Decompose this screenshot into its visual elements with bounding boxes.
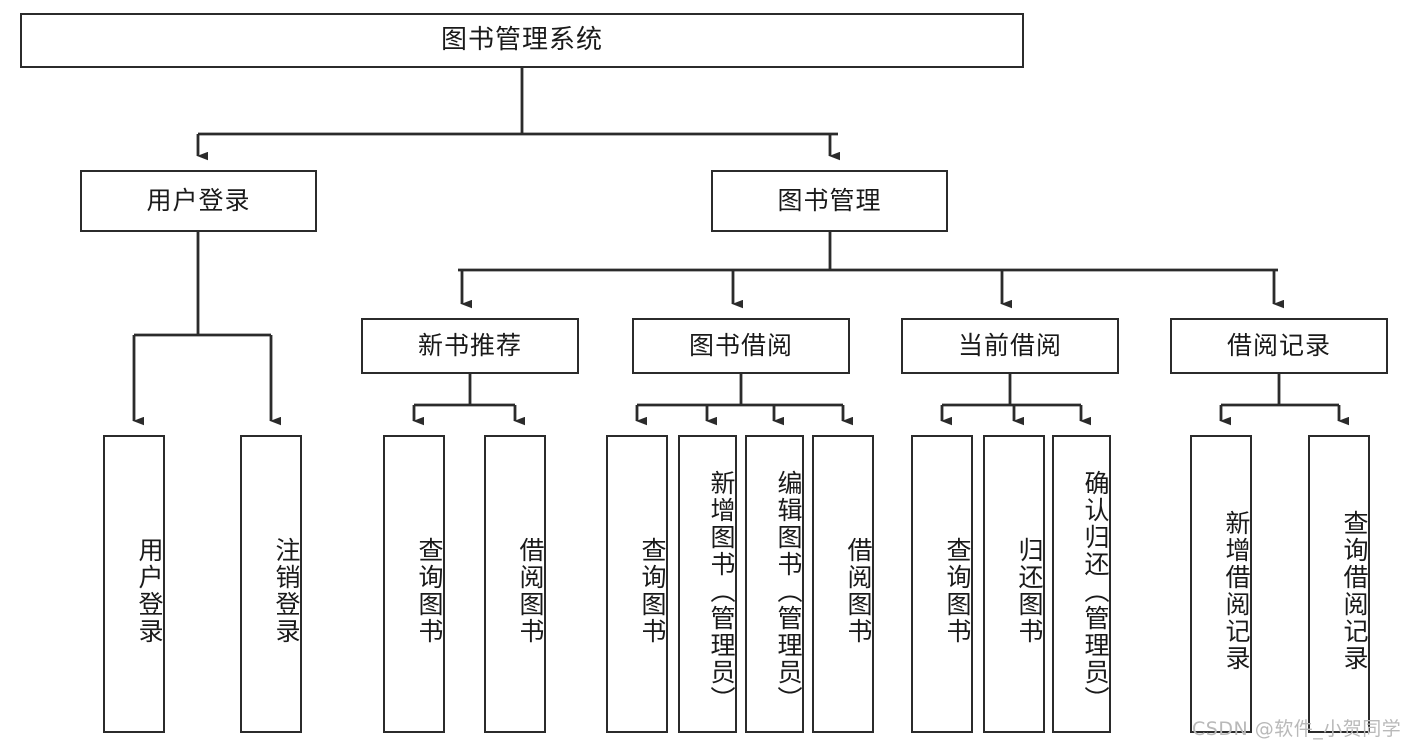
node-leaf-logout[interactable]: 注销登录 <box>240 435 302 733</box>
node-leaf-borrow-book-2[interactable]: 借阅图书 <box>812 435 874 733</box>
leaf-query-book-1-label: 查询图书 <box>415 537 444 645</box>
node-book-manage[interactable]: 图书管理 <box>711 170 948 232</box>
leaf-add-record-label: 新增借阅记录 <box>1222 510 1251 672</box>
node-leaf-confirm-return[interactable]: 确认归还（管理员） <box>1052 435 1111 733</box>
node-leaf-borrow-book-1[interactable]: 借阅图书 <box>484 435 546 733</box>
node-new-book-recommend-label: 新书推荐 <box>417 331 522 361</box>
node-user-login-label: 用户登录 <box>146 186 251 216</box>
node-leaf-add-book[interactable]: 新增图书（管理员） <box>678 435 737 733</box>
node-leaf-query-record[interactable]: 查询借阅记录 <box>1308 435 1370 733</box>
node-book-manage-label: 图书管理 <box>777 186 882 216</box>
leaf-borrow-book-2-label: 借阅图书 <box>844 537 873 645</box>
node-leaf-return-book[interactable]: 归还图书 <box>983 435 1045 733</box>
leaf-query-record-label: 查询借阅记录 <box>1340 510 1369 672</box>
node-new-book-recommend[interactable]: 新书推荐 <box>361 318 579 374</box>
node-borrow-record-label: 借阅记录 <box>1226 331 1331 361</box>
node-book-borrow[interactable]: 图书借阅 <box>632 318 850 374</box>
node-borrow-record[interactable]: 借阅记录 <box>1170 318 1388 374</box>
node-leaf-query-book-1[interactable]: 查询图书 <box>383 435 445 733</box>
node-book-borrow-label: 图书借阅 <box>688 331 793 361</box>
node-leaf-query-book-3[interactable]: 查询图书 <box>911 435 973 733</box>
node-root[interactable]: 图书管理系统 <box>20 13 1024 68</box>
node-current-borrow[interactable]: 当前借阅 <box>901 318 1119 374</box>
leaf-query-book-2-label: 查询图书 <box>638 537 667 645</box>
node-user-login[interactable]: 用户登录 <box>80 170 317 232</box>
leaf-user-login-label: 用户登录 <box>135 537 164 645</box>
leaf-add-book-label: 新增图书（管理员） <box>707 469 736 713</box>
node-current-borrow-label: 当前借阅 <box>957 331 1062 361</box>
leaf-borrow-book-1-label: 借阅图书 <box>516 537 545 645</box>
leaf-edit-book-label: 编辑图书（管理员） <box>774 469 803 713</box>
leaf-confirm-return-label: 确认归还（管理员） <box>1081 469 1110 713</box>
leaf-logout-label: 注销登录 <box>272 537 301 645</box>
node-leaf-query-book-2[interactable]: 查询图书 <box>606 435 668 733</box>
leaf-query-book-3-label: 查询图书 <box>943 537 972 645</box>
watermark-text: CSDN @软件_小贺同学 <box>1192 718 1402 740</box>
node-leaf-user-login[interactable]: 用户登录 <box>103 435 165 733</box>
leaf-return-book-label: 归还图书 <box>1015 537 1044 645</box>
node-leaf-edit-book[interactable]: 编辑图书（管理员） <box>745 435 804 733</box>
node-leaf-add-record[interactable]: 新增借阅记录 <box>1190 435 1252 733</box>
node-root-label: 图书管理系统 <box>440 25 603 56</box>
